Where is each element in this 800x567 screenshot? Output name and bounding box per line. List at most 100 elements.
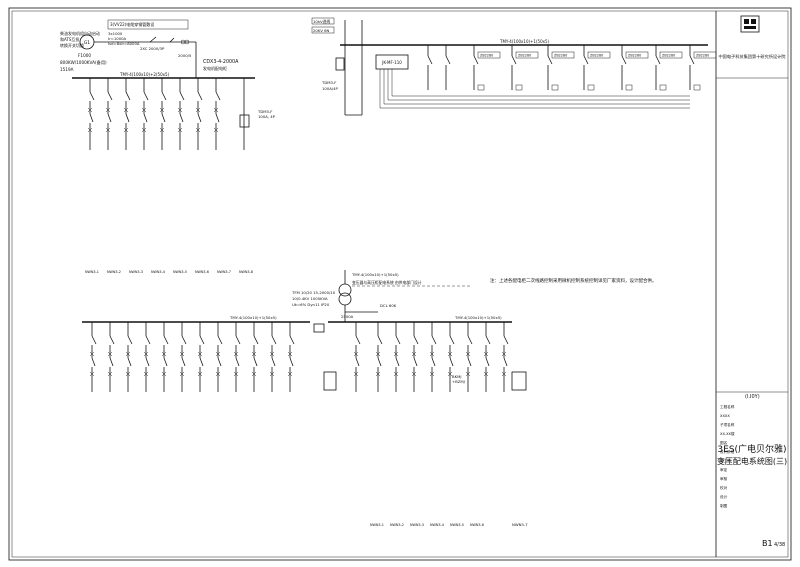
company-logo bbox=[740, 15, 760, 33]
generator-switch: 2XC 2000/3P bbox=[140, 46, 165, 51]
bottom-right-feeder bbox=[429, 322, 437, 392]
left-feeder bbox=[195, 78, 203, 150]
top-right-feeder: ZB2280 bbox=[583, 45, 611, 91]
generator-rating: 800KW/1000KVA(备用) bbox=[60, 59, 107, 66]
row-label: NWN3-4 bbox=[151, 270, 165, 274]
bus-tag-right: TMY-4(100x10)+1(50x5) bbox=[454, 315, 502, 320]
top-right-feeder-label: ZB2280 bbox=[554, 54, 567, 58]
left-feeder bbox=[213, 78, 221, 150]
inner-border bbox=[11, 10, 789, 558]
bottom-left-feeder bbox=[287, 322, 295, 392]
capacitor-box bbox=[511, 371, 527, 391]
controller-label: JK-MF-110 bbox=[381, 60, 402, 65]
bottom-left-feeder bbox=[179, 322, 187, 392]
row-label: NWN3-5 bbox=[173, 270, 187, 274]
company-name: 中国电子科技集团第十研究所设计院 bbox=[718, 53, 786, 60]
sheet-total: 4/38 bbox=[774, 542, 785, 548]
bottom-label: NWN3-2 bbox=[390, 523, 404, 527]
titleblock-row: 审定 bbox=[720, 467, 728, 472]
outer-border bbox=[8, 7, 792, 561]
bottom-right-feeder bbox=[393, 322, 401, 392]
generator-spec-3: Isd=8xIr=8000A bbox=[108, 41, 140, 46]
top-right-feeder-label: ZB2280 bbox=[696, 54, 709, 58]
bottom-right-feeder bbox=[465, 322, 473, 392]
spare-label-2: 100A, 4P bbox=[258, 114, 276, 119]
bottom-left-feeder bbox=[197, 322, 205, 392]
generator-note-1: 柴油发电机组自动启动 bbox=[60, 30, 100, 36]
meter-sub: 100A/4P bbox=[322, 86, 339, 91]
bottom-left-feeder bbox=[269, 322, 277, 392]
generator-model: F1000 bbox=[78, 53, 91, 58]
drawing-title: 3ES(广电贝尔雅) bbox=[717, 443, 786, 455]
transformer-label: TMY-4(100x10)+1(50x5) bbox=[351, 272, 399, 277]
generator-cable: 3(VV22)电缆穿钢管敷设 bbox=[110, 21, 154, 27]
bottom-right-feeder bbox=[411, 322, 419, 392]
transformer-section: TMY-4(100x10)+1(50x5) TFM 10/20 15-2000/… bbox=[82, 270, 512, 391]
generator-spec-2: Ir=1000A bbox=[108, 36, 127, 41]
row-label: NWN3-1 bbox=[85, 270, 99, 274]
top-right-feeder: ZB2280 bbox=[655, 45, 683, 91]
bottom-right-feeder bbox=[353, 322, 361, 392]
top-right-feeder-label: ZB2280 bbox=[628, 54, 641, 58]
top-right-feeder: ZB2280 bbox=[621, 45, 649, 91]
remark-note: 注：上述各配电柜二次线路控制采用微机控制系统控制详见厂家资料，设计配合供。 bbox=[490, 277, 657, 284]
bottom-right-feeder bbox=[501, 322, 509, 392]
bottom-left-feeder bbox=[125, 322, 133, 392]
generator-ct: 2000/5 bbox=[178, 53, 192, 58]
sheet-number: B1 bbox=[762, 539, 773, 548]
bottom-right-feeder bbox=[447, 322, 455, 392]
top-right-section: 10kV进线 20KV 6N TMY-4(100x10)+1(50x5) TDM… bbox=[311, 17, 717, 116]
bottom-left-feeder bbox=[107, 322, 115, 392]
transformer-spec-3: Uk=6% Dyn11 IP20 bbox=[292, 302, 330, 307]
generator-note-3: 转换开关切换 bbox=[60, 42, 84, 48]
cap-label: BKMJ bbox=[452, 374, 462, 379]
bottom-left-feeder bbox=[89, 322, 97, 392]
top-right-feeder: ZB2280 bbox=[689, 45, 717, 91]
top-right-feeder bbox=[427, 45, 433, 90]
revision-tag: (I.I0Y) bbox=[745, 394, 760, 400]
top-right-feeder-label: ZB2280 bbox=[590, 54, 603, 58]
drawing-subtitle: 变压配电系统图(三) bbox=[717, 456, 787, 466]
bottom-feeders bbox=[89, 322, 527, 392]
left-bus-label: TMY-4(100x10)+2(50x5) bbox=[119, 72, 170, 77]
spare-label: TDM3-F bbox=[257, 109, 273, 114]
left-feeder bbox=[159, 78, 167, 150]
bottom-left-feeder bbox=[143, 322, 151, 392]
left-feeder bbox=[177, 78, 185, 150]
titleblock-row: 工程名称 bbox=[720, 404, 735, 409]
titleblock-row: 设计 bbox=[720, 494, 728, 499]
left-feeder bbox=[123, 78, 131, 150]
bottom-left-feeder bbox=[233, 322, 241, 392]
titleblock-row: 子项名称 bbox=[720, 422, 735, 427]
row-label: NWN3-8 bbox=[239, 270, 253, 274]
titleblock-row: 审核 bbox=[720, 476, 728, 481]
main-breaker: 2500A bbox=[341, 314, 354, 319]
bottom-left-feeder bbox=[161, 322, 169, 392]
bottom-label: NWN3-4 bbox=[430, 523, 444, 527]
generator-symbol-label: G1 bbox=[84, 40, 90, 46]
top-right-feeder-label: ZB2280 bbox=[518, 54, 531, 58]
bottom-label: NWN3-6 bbox=[470, 523, 484, 527]
switchgear-sub: 发电机配电柜 bbox=[203, 65, 227, 71]
bottom-left-feeder bbox=[215, 322, 223, 392]
top-right-feeder-label: ZB2280 bbox=[662, 54, 675, 58]
generator-section: 柴油发电机组自动启动 和ATS互投 转换开关切换 G1 F1000 800KW/… bbox=[60, 19, 197, 78]
top-right-feeder: ZB2280 bbox=[547, 45, 575, 91]
row-label: NWN3-6 bbox=[195, 270, 209, 274]
left-feeder bbox=[105, 78, 113, 150]
bottom-label: NWN3-1 bbox=[370, 523, 384, 527]
left-feeder bbox=[141, 78, 149, 150]
bus-tag-left: TMY-4(100x10)+1(50x5) bbox=[229, 315, 277, 320]
bottom-right-label: NWN3-7 bbox=[512, 522, 528, 527]
bottom-left-feeder bbox=[251, 322, 259, 392]
generator-note-2: 和ATS互投 bbox=[60, 36, 79, 42]
generator-spec-1: 3x1000 bbox=[108, 31, 123, 36]
top-right-feeder: ZB2280 bbox=[511, 45, 539, 91]
row-label: NWN3-2 bbox=[107, 270, 121, 274]
left-feeder bbox=[87, 78, 95, 150]
